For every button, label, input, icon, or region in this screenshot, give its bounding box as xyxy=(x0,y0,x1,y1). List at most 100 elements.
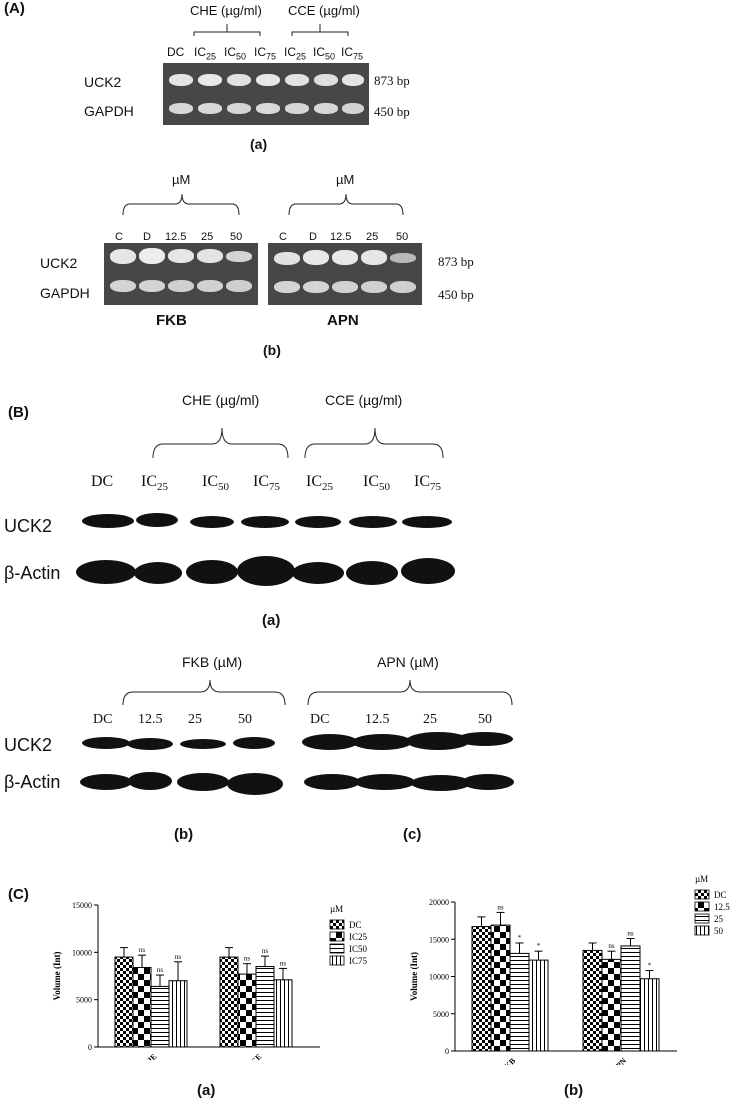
lane-b-3: IC75 xyxy=(253,473,280,494)
group-label-cce: CCE (µg/ml) xyxy=(288,3,360,18)
significance-label: ns xyxy=(608,942,615,950)
legend-entry: DC xyxy=(714,890,727,900)
lane-apn-wb-3: 50 xyxy=(478,712,492,727)
row-label-uck2-wb: UCK2 xyxy=(4,516,53,536)
bar xyxy=(471,926,492,1052)
y-tick-label: 5000 xyxy=(76,996,92,1005)
panel-a-tag: (A) xyxy=(4,0,25,17)
size-marker-450-b: 450 bp xyxy=(438,287,474,302)
group-brackets-a-b xyxy=(122,193,404,216)
legend-entry: 12.5 xyxy=(714,902,730,912)
unit-label-fkb: µM xyxy=(172,172,191,187)
lane-fkb-2: 12.5 xyxy=(165,231,187,243)
bar xyxy=(132,966,152,1048)
legend-swatch xyxy=(329,931,345,942)
size-marker-873-b: 873 bp xyxy=(438,254,474,269)
group-brackets-b2 xyxy=(122,679,513,706)
y-tick-label: 5000 xyxy=(433,1010,449,1019)
row-label-gapdh-a: GAPDH xyxy=(84,103,134,119)
lane-fkb-4: 50 xyxy=(230,231,243,243)
lane-a-2: IC50 xyxy=(224,45,247,62)
y-axis-label: Volume (Int) xyxy=(409,952,419,1001)
bar xyxy=(150,985,170,1048)
lane-apn-wb-2: 25 xyxy=(423,712,437,727)
legend-entry: DC xyxy=(349,920,362,930)
size-marker-450-a: 450 bp xyxy=(374,104,410,119)
bar xyxy=(601,958,622,1052)
y-axis-label: Volume (Int) xyxy=(52,952,62,1001)
legend-entry: 25 xyxy=(714,914,724,924)
bar xyxy=(114,956,134,1048)
lane-apn-4: 50 xyxy=(396,231,409,243)
gel-image-fkb xyxy=(104,243,258,305)
subpanel-b-c-label: (c) xyxy=(403,826,422,843)
group-label-che-b: CHE (µg/ml) xyxy=(182,392,260,408)
subpanel-a-a-label: (a) xyxy=(250,136,268,152)
y-tick-label: 10000 xyxy=(429,973,449,982)
lane-b-6: IC75 xyxy=(414,473,441,494)
bar xyxy=(582,949,603,1052)
row-label-gapdh-b: GAPDH xyxy=(40,285,90,301)
lane-a-6: IC75 xyxy=(341,45,364,62)
bar xyxy=(168,980,188,1048)
category-label: APN xyxy=(610,1056,628,1065)
legend-swatch xyxy=(329,943,345,954)
significance-label: * xyxy=(537,942,541,950)
gel-image-a xyxy=(163,63,369,125)
subpanel-c-a-label: (a) xyxy=(197,1082,216,1099)
legend-entry: IC50 xyxy=(349,944,368,954)
lane-fkb-wb-0: DC xyxy=(93,712,113,727)
significance-label: ns xyxy=(175,953,182,961)
bar xyxy=(490,924,511,1052)
legend-swatch xyxy=(694,889,710,900)
unit-label-apn: µM xyxy=(336,172,355,187)
subpanel-b-a-label: (a) xyxy=(262,612,281,629)
gel-image-apn xyxy=(268,243,422,305)
lane-b-2: IC50 xyxy=(202,473,229,494)
row-label-actin-wb: β-Actin xyxy=(4,563,61,583)
significance-label: ns xyxy=(262,947,269,955)
significance-label: ns xyxy=(497,903,504,911)
bar xyxy=(528,959,549,1052)
lane-fkb-1: D xyxy=(143,231,151,243)
row-label-uck2-wb2: UCK2 xyxy=(4,735,53,755)
bar xyxy=(620,945,641,1052)
bar xyxy=(273,979,293,1048)
significance-label: ns xyxy=(280,959,287,967)
significance-label: ns xyxy=(627,930,634,938)
lane-b-4: IC25 xyxy=(306,473,333,494)
lane-b-1: IC25 xyxy=(141,473,168,494)
row-label-uck2-a: UCK2 xyxy=(84,74,122,90)
legend-swatch xyxy=(694,925,710,936)
legend-title: µM xyxy=(330,904,343,914)
y-tick-label: 15000 xyxy=(72,901,92,910)
legend-swatch xyxy=(694,913,710,924)
lane-a-3: IC75 xyxy=(254,45,277,62)
y-tick-label: 0 xyxy=(88,1043,92,1052)
significance-label: * xyxy=(518,934,522,942)
subpanel-a-b-label: (b) xyxy=(263,342,281,358)
legend-swatch xyxy=(329,955,345,966)
lane-b-0: DC xyxy=(91,473,114,490)
row-label-uck2-b: UCK2 xyxy=(40,255,78,271)
lane-apn-3: 25 xyxy=(366,231,379,243)
bar xyxy=(639,978,660,1052)
group-brackets-a xyxy=(193,24,349,36)
legend-entry: IC25 xyxy=(349,932,368,942)
lane-a-5: IC50 xyxy=(313,45,336,62)
legend-entry: IC75 xyxy=(349,956,368,966)
subpanel-b-b-label: (b) xyxy=(174,826,194,843)
lane-fkb-0: C xyxy=(115,231,123,243)
lane-apn-0: C xyxy=(279,231,287,243)
western-blot-a xyxy=(76,513,455,586)
significance-label: * xyxy=(648,962,652,970)
group-brackets-b xyxy=(152,427,444,459)
bar xyxy=(237,973,257,1048)
group-label-cce-b: CCE (µg/ml) xyxy=(325,392,403,408)
gel-name-fkb: FKB xyxy=(156,312,187,329)
western-blot-b xyxy=(80,737,283,795)
row-label-actin-wb2: β-Actin xyxy=(4,772,61,792)
significance-label: ns xyxy=(139,946,146,954)
lane-fkb-wb-3: 50 xyxy=(238,712,252,727)
category-label: CHE xyxy=(140,1052,159,1060)
